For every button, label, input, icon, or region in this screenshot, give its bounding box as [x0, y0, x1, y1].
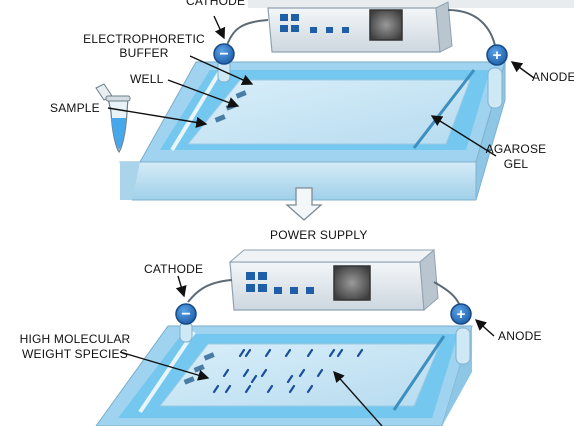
bottom-tank	[95, 321, 473, 426]
svg-text:+: +	[493, 47, 502, 64]
svg-text:−: −	[181, 306, 190, 323]
electrode-minus-icon-bottom: −	[175, 303, 197, 325]
bottom-power-supply	[228, 248, 439, 312]
display-screen-bottom	[333, 265, 371, 301]
dna-bands	[212, 348, 364, 394]
power-supply-label: POWER SUPPLY	[270, 228, 368, 242]
electrode-plus-icon: +	[486, 44, 508, 66]
crop-edge	[248, 0, 574, 8]
anode-cable	[447, 9, 497, 51]
svg-text:+: +	[457, 306, 466, 323]
cathode-label-bottom: CATHODE	[144, 262, 204, 276]
cathode-cable	[225, 19, 269, 49]
down-arrow-icon	[285, 187, 323, 221]
top-power-supply	[267, 1, 453, 53]
anode-label-top: ANODE	[532, 70, 574, 84]
agarose-label-line2: GEL	[503, 157, 529, 171]
sample-label: SAMPLE	[50, 101, 100, 115]
well-label: WELL	[130, 72, 164, 86]
hmw-label-line2: WEIGHT SPECIES	[22, 347, 128, 361]
top-tank	[119, 59, 506, 201]
hmw-label-line1: HIGH MOLECULAR	[19, 332, 131, 346]
svg-text:−: −	[219, 46, 228, 63]
control-buttons-bottom	[246, 272, 314, 294]
cathode-label-top: CATHODE	[186, 0, 246, 8]
electrode-minus-icon: −	[213, 43, 235, 65]
display-screen	[369, 9, 403, 41]
electrophoretic-label-line2: BUFFER	[119, 46, 169, 60]
agarose-label-line1: AGAROSE	[485, 142, 547, 156]
control-buttons	[280, 14, 349, 33]
anode-label-bottom: ANODE	[498, 329, 542, 343]
electrode-plus-icon-bottom: +	[450, 303, 472, 325]
electrophoretic-label-line1: ELECTROPHORETIC	[83, 32, 205, 46]
sample-tube-icon	[95, 83, 131, 154]
